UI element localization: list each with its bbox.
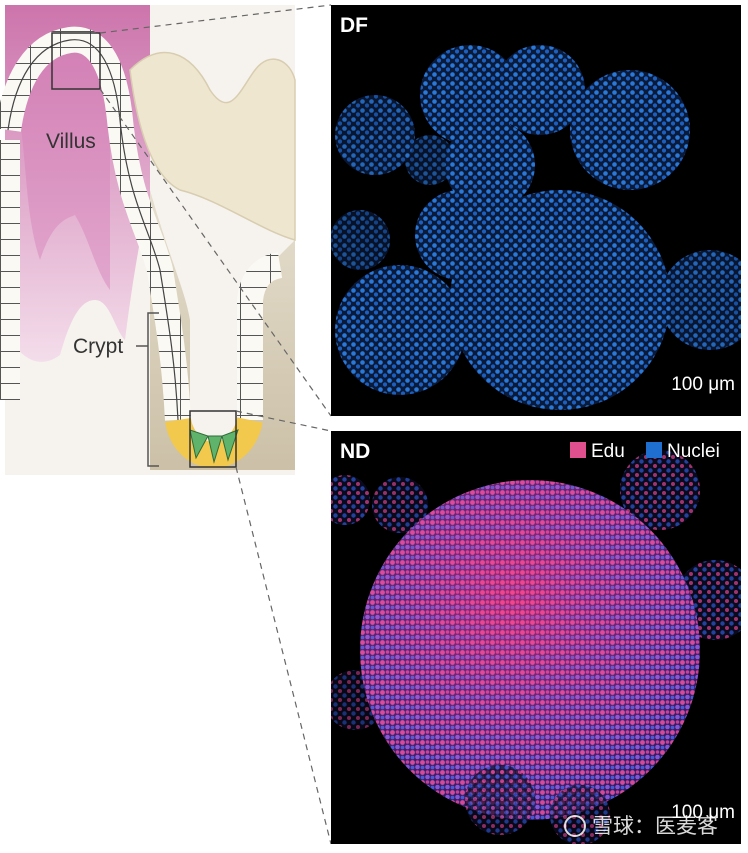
panel-nd-scale-bar: 100 μm xyxy=(671,802,735,823)
crypt-zoom-box xyxy=(189,410,237,468)
villus-zoom-box xyxy=(51,32,101,90)
intestine-schematic: Villus Crypt xyxy=(0,5,296,475)
panel-df: DF 100 μm xyxy=(331,5,741,416)
zoom-connectors xyxy=(99,4,332,845)
villus-label: Villus xyxy=(46,130,96,153)
panel-df-label: DF xyxy=(340,14,368,37)
villus-core xyxy=(5,60,110,290)
crypt-bracket xyxy=(147,312,159,467)
watermark: 雪球：医麦客 xyxy=(564,815,718,838)
panel-df-scale-bar: 100 μm xyxy=(671,374,735,395)
crypt-wall xyxy=(237,252,284,420)
crypt-base-cells xyxy=(165,416,263,468)
nd-organoids xyxy=(331,450,741,844)
legend-label-edu: Edu xyxy=(591,441,625,462)
panel-nd: ND Edu Nuclei 100 μm 雪球：医麦客 xyxy=(331,431,741,844)
crypt-label: Crypt xyxy=(73,335,123,358)
watermark-text: 雪球：医麦客 xyxy=(592,815,718,838)
watermark-logo-icon xyxy=(564,815,586,837)
legend: Edu Nuclei xyxy=(570,441,720,462)
df-organoids xyxy=(331,45,741,410)
panel-nd-label: ND xyxy=(340,440,370,463)
villus-outline xyxy=(7,39,179,421)
background-villi xyxy=(129,51,296,241)
legend-swatch-nuclei xyxy=(646,442,662,458)
legend-label-nuclei: Nuclei xyxy=(667,441,720,462)
legend-swatch-edu xyxy=(570,442,586,458)
